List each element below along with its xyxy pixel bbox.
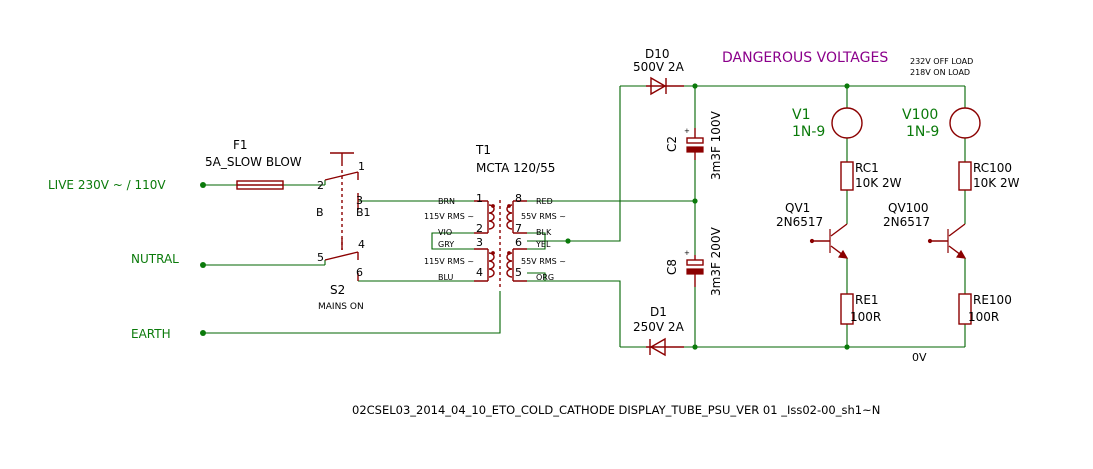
warning-off-load: 232V OFF LOAD xyxy=(910,57,973,66)
tube-v100-value: 1N-9 xyxy=(906,124,939,140)
transformer-pin-2: 2 xyxy=(476,222,483,235)
capacitor-c2[interactable]: + xyxy=(684,127,704,160)
tube-v1-value: 1N-9 xyxy=(792,124,825,140)
warning-title: DANGEROUS VOLTAGES xyxy=(722,50,888,66)
live-net-label: LIVE 230V ~ / 110V xyxy=(48,178,166,192)
switch-ref: S2 xyxy=(330,283,345,297)
wire-brn: BRN xyxy=(438,197,455,206)
transformer-ref: T1 xyxy=(475,143,491,157)
transistor-qv1-value: 2N6517 xyxy=(776,215,823,229)
wire-yel: YEL xyxy=(535,240,551,249)
transistor-qv1-ref: QV1 xyxy=(785,201,810,215)
capacitor-c2-value: 3m3F 100V xyxy=(709,110,723,180)
footer-title: 02CSEL03_2014_04_10_ETO_COLD_CATHODE DIS… xyxy=(352,403,880,417)
secondary-rating-upper: 55V RMS ~ xyxy=(521,212,566,221)
primary-rating-lower: 115V RMS ~ xyxy=(424,257,474,266)
transistor-qv1[interactable] xyxy=(809,223,849,259)
diode-d10[interactable] xyxy=(646,76,684,96)
wire-gry: GRY xyxy=(438,240,454,249)
resistor-rc100-ref: RC100 xyxy=(973,161,1012,175)
transformer-pin-5: 5 xyxy=(515,266,522,279)
fuse-value: 5A_SLOW BLOW xyxy=(205,155,302,169)
earth-net-label: EARTH xyxy=(131,327,171,341)
transformer-pin-7: 7 xyxy=(515,222,522,235)
resistor-rc100-value: 10K 2W xyxy=(973,176,1020,190)
fuse-f1[interactable] xyxy=(236,180,284,190)
wire-red: RED xyxy=(536,197,553,206)
resistor-re1[interactable] xyxy=(840,293,854,325)
tube-v100-ref: V100 xyxy=(902,107,938,123)
tube-v100[interactable] xyxy=(949,107,981,139)
diode-d10-value: 500V 2A xyxy=(633,60,685,74)
switch-pin-b1: B1 xyxy=(356,206,371,219)
warning-on-load: 218V ON LOAD xyxy=(910,68,970,77)
diode-d10-ref: D10 xyxy=(645,47,670,61)
primary-rating-upper: 115V RMS ~ xyxy=(424,212,474,221)
neutral-terminal[interactable] xyxy=(200,262,206,268)
svg-text:+: + xyxy=(684,127,690,135)
capacitor-c8[interactable]: + xyxy=(684,249,704,287)
resistor-rc1-ref: RC1 xyxy=(855,161,879,175)
switch-pin-1: 1 xyxy=(358,160,365,173)
wire-vio: VIO xyxy=(438,228,452,237)
switch-value: MAINS ON xyxy=(318,302,364,312)
resistor-re100-ref: RE100 xyxy=(973,293,1012,307)
capacitor-c2-ref: C2 xyxy=(665,136,679,152)
svg-text:+: + xyxy=(684,249,690,257)
capacitor-c8-ref: C8 xyxy=(665,259,679,275)
tube-v1[interactable] xyxy=(831,107,863,139)
wire-org: ORG xyxy=(536,273,554,282)
transformer-value: MCTA 120/55 xyxy=(476,161,555,175)
wires xyxy=(203,85,966,348)
transistor-qv100[interactable] xyxy=(927,223,967,259)
switch-pin-2: 2 xyxy=(317,179,324,192)
transformer-pin-4: 4 xyxy=(476,266,483,279)
switch-pin-4: 4 xyxy=(358,238,365,251)
capacitor-c8-value: 3m3F 200V xyxy=(709,226,723,296)
resistor-rc1[interactable] xyxy=(840,161,854,191)
earth-terminal[interactable] xyxy=(200,330,206,336)
diode-d1-ref: D1 xyxy=(650,305,667,319)
resistor-re100[interactable] xyxy=(958,293,972,325)
resistor-rc100[interactable] xyxy=(958,161,972,191)
neutral-net-label: NUTRAL xyxy=(131,252,179,266)
switch-pin-b: B xyxy=(316,206,324,219)
transformer-pin-6: 6 xyxy=(515,236,522,249)
transformer-pin-8: 8 xyxy=(515,192,522,205)
transformer-t1[interactable] xyxy=(474,200,527,290)
fuse-ref: F1 xyxy=(233,138,248,152)
resistor-re1-ref: RE1 xyxy=(855,293,879,307)
resistor-re1-value: 100R xyxy=(850,310,881,324)
wire-blu: BLU xyxy=(438,273,454,282)
transformer-pin-3: 3 xyxy=(476,236,483,249)
wire-blk: BLK xyxy=(536,228,552,237)
transistor-qv100-ref: QV100 xyxy=(888,201,929,215)
diode-d1[interactable] xyxy=(646,337,684,357)
diode-d1-value: 250V 2A xyxy=(633,320,685,334)
secondary-rating-lower: 55V RMS ~ xyxy=(521,257,566,266)
switch-s2[interactable] xyxy=(324,152,359,281)
junction-dots xyxy=(200,83,850,350)
tube-v1-ref: V1 xyxy=(792,107,810,123)
transistor-qv100-value: 2N6517 xyxy=(883,215,930,229)
resistor-rc1-value: 10K 2W xyxy=(855,176,902,190)
switch-pin-5: 5 xyxy=(317,251,324,264)
zero-volt-label: 0V xyxy=(912,351,927,364)
live-terminal[interactable] xyxy=(200,182,206,188)
switch-pin-6: 6 xyxy=(356,266,363,279)
transformer-pin-1: 1 xyxy=(476,192,483,205)
resistor-re100-value: 100R xyxy=(968,310,999,324)
switch-pin-3: 3 xyxy=(356,194,363,207)
